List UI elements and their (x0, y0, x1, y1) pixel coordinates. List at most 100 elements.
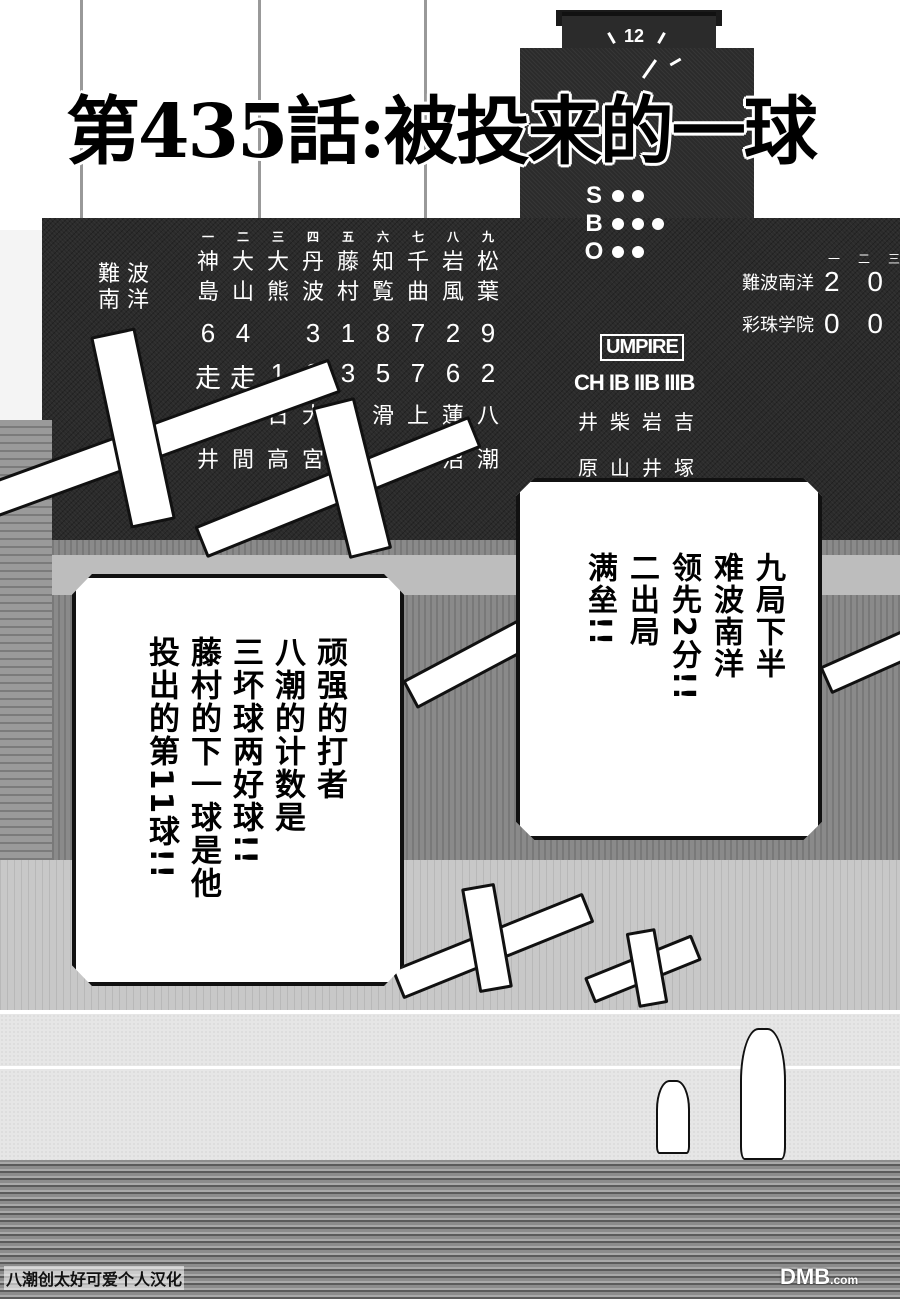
flag-pole (424, 0, 427, 218)
umpire-names: 原山井塚 (578, 456, 706, 480)
pitcher-figure (740, 1028, 786, 1160)
player-name-char: 宮 (301, 448, 324, 473)
batting-order: 二 (236, 230, 249, 244)
player-name-char: 高 (266, 448, 289, 473)
player-name-char: 大 (231, 250, 254, 275)
player-name-char: 岩 (441, 250, 464, 275)
inning-row: 難波南洋 2 0 1 (742, 266, 900, 298)
player-name-char: 熊 (266, 280, 289, 305)
ball-light-icon (612, 218, 624, 230)
lineup-column: 六知覧 8 5 滑 (368, 228, 398, 472)
narration-box-right: 九局下半难波南洋领先2分!!二出局满垒!! (516, 478, 822, 840)
narration-box-left: 顽强的打者八潮的计数是三坏球两好球!!藤村的下一球是他投出的第11球!! (72, 574, 404, 986)
out-light-icon (632, 246, 644, 258)
umpire-positions: CH IB IIB IIIB (574, 370, 695, 395)
narration-line: 九局下半 (750, 552, 785, 680)
narration-line: 领先2分!! (666, 552, 701, 703)
narration-line: 满垒!! (582, 552, 617, 648)
flag-pole (258, 0, 261, 218)
site-watermark: DMB.com (780, 1264, 858, 1290)
position-number: 9 (480, 318, 496, 348)
sbo-balls: B (584, 210, 664, 238)
batting-order: 四 (306, 230, 319, 244)
team-label-line: 南 洋 (98, 288, 149, 313)
position-number: 走 (194, 363, 221, 393)
player-name-char: 覧 (371, 280, 394, 305)
scoreboard (42, 218, 900, 540)
inning-scores: 2 0 1 (824, 266, 900, 297)
lineup-grid: 一神島6走大井二大山4走入間三大熊1日高四丹波39大宮五藤村13六知覧85滑七千… (193, 228, 503, 473)
inning-row: 彩珠学院 0 0 2 (742, 308, 900, 340)
player-name-char: 井 (196, 448, 219, 473)
chapter-title: 第435話:被投来的一球 (66, 89, 818, 175)
sbo-letter: O (584, 238, 604, 265)
inning-team: 難波南洋 (742, 273, 814, 294)
player-name-char: 波 (301, 280, 324, 305)
out-light-icon (612, 246, 624, 258)
position-number: 8 (375, 318, 391, 348)
batting-order: 五 (341, 230, 354, 244)
player-name-char: 間 (231, 448, 254, 473)
player-name-char: 丹 (301, 250, 324, 275)
player-name-char: 藤 (336, 250, 359, 275)
player-name-char: 松 (476, 250, 499, 275)
player-name-char: 潮 (476, 448, 499, 473)
team-label-line: 難 波 (98, 262, 149, 287)
fence-rail (0, 1010, 900, 1014)
strike-light-icon (612, 190, 624, 202)
watermark-text: DMB (780, 1264, 831, 1289)
inning-scores: 0 0 2 (824, 308, 900, 339)
flag-pole (80, 0, 83, 218)
player-name-char: 山 (231, 280, 254, 305)
inning-headers: 一二三 (828, 250, 900, 267)
watermark-suffix: .com (830, 1273, 859, 1287)
sbo-letter: S (585, 182, 602, 209)
scoreboard-tower (520, 48, 754, 248)
sbo-strikes: S (584, 182, 644, 210)
player-name-char: 上 (406, 404, 429, 429)
position-number: 7 (410, 358, 426, 388)
player-name-char: 千 (406, 250, 429, 275)
translator-credit: 八潮创太好可爱个人汉化 (4, 1266, 185, 1290)
lineup-column: 二大山4走入間 (228, 228, 258, 473)
inning-header: 三 (888, 252, 900, 266)
player-name-char: 八 (476, 404, 499, 429)
batting-order: 八 (446, 230, 459, 244)
position-number: 2 (445, 318, 461, 348)
position-number: 5 (375, 358, 391, 388)
player-name-char: 大 (266, 250, 289, 275)
batting-order: 六 (376, 230, 389, 244)
sbo-outs: O (584, 238, 644, 266)
narration-line: 难波南洋 (708, 552, 743, 680)
narration-text: 九局下半难波南洋领先2分!!二出局满垒!! (578, 552, 788, 812)
clock-numeral: 12 (624, 26, 645, 46)
batting-order: 七 (411, 230, 424, 244)
position-number: 6 (445, 358, 461, 388)
player-name-char: 島 (196, 280, 219, 305)
sbo-letter: B (585, 210, 603, 237)
fielder-figure (656, 1080, 690, 1154)
umpire-names: 井柴岩吉 (578, 410, 706, 434)
lineup-team-label: 難 波 南 洋 (98, 262, 149, 314)
narration-line: 顽强的打者 (311, 636, 347, 801)
lineup-column: 五藤村 1 3 (333, 228, 363, 472)
batting-order: 九 (481, 230, 494, 244)
position-number: 4 (235, 318, 251, 348)
inning-header: 二 (858, 252, 889, 266)
umpire-label: UMPIRE (600, 334, 684, 361)
narration-line: 二出局 (624, 552, 659, 648)
batting-order: 一 (201, 230, 214, 244)
player-name-char: 神 (196, 250, 219, 275)
player-name-char: 知 (371, 250, 394, 275)
narration-line: 投出的第11球!! (143, 636, 179, 881)
player-name-char: 村 (336, 280, 359, 305)
inning-team: 彩珠学院 (742, 315, 814, 336)
batting-order: 三 (271, 230, 284, 244)
position-number: 3 (340, 358, 356, 388)
player-name-char: 滑 (371, 404, 394, 429)
ball-light-icon (632, 218, 644, 230)
position-number: 1 (340, 318, 356, 348)
